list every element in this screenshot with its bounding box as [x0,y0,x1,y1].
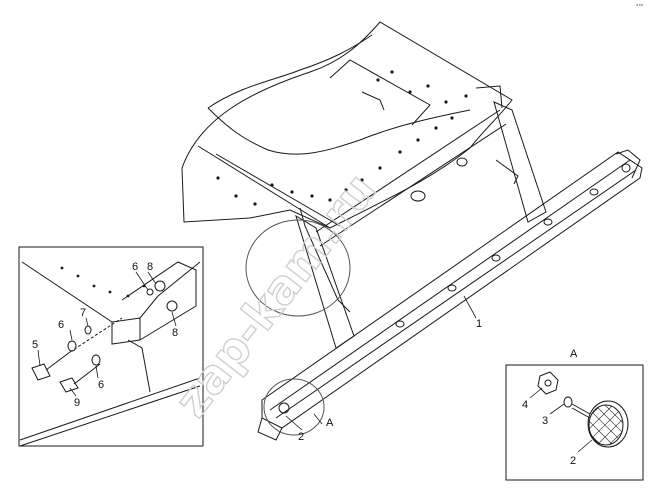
inset-bolt-9 [59,363,101,393]
inset-bolt-5 [31,351,71,381]
inset-plate [121,261,197,341]
detail-reflector-grid [589,405,623,445]
detail-leaders [529,387,593,453]
detail-callout-3: 3 [542,415,548,427]
upright-post-rear [493,101,547,223]
tray-holes [216,70,468,206]
inset-washer-7 [84,325,92,335]
beam-end-nut [621,163,631,173]
detail-frame [505,364,644,481]
detail-stud [571,403,591,419]
inset-washer [146,288,154,296]
inset-callout-5: 5 [32,339,38,351]
detail-a-title: A [570,348,578,360]
detail-view-a [505,364,644,481]
beam-reflector [278,402,290,414]
corner-mark: °°° [636,4,644,10]
callout-1: 1 [476,318,482,330]
inset-callout-6b: 6 [58,319,64,331]
inset-leaders [37,271,177,397]
inset-holes [60,266,146,298]
detail-callout-2: 2 [570,455,576,467]
main-leaders [285,295,477,431]
detail-nut-hole [544,379,552,387]
inset-washer-6a [67,340,77,352]
inset-nut-upper [154,280,166,292]
detail-washer [563,396,573,408]
inset-post [127,339,151,393]
inset-lower-beam [19,377,201,447]
inset-callout-8a: 8 [147,261,153,273]
detail-a-circle [263,378,325,436]
inset-washer-6c [91,354,101,366]
inset-nut-mid [166,300,178,312]
detail-callout-4: 4 [522,399,528,411]
inset-callout-6c: 6 [98,379,104,391]
beam-holes [395,188,599,328]
upright-post-front [295,214,355,349]
side-beam [261,151,643,429]
inset-frame [18,246,204,447]
callout-2: 2 [298,431,304,443]
frame-assembly [181,21,643,441]
bracket [475,85,519,185]
watermark: zap-kam.ru [164,163,387,427]
tray-rib-2 [361,91,385,111]
detail-reflector [587,400,629,448]
view-label-a: A [326,417,334,429]
tray-side [197,145,341,229]
tray-front [299,207,351,313]
tray-inner-edge [207,34,373,109]
inset-view [18,246,204,447]
inset-axis-line [69,317,123,353]
tray-large-hole-2 [456,157,468,167]
tray-large-hole [410,190,426,202]
tray-rib [329,59,431,126]
inset-callout-9: 9 [74,397,80,409]
inset-callout-8b: 8 [172,327,178,339]
cross-member [315,109,507,247]
beam-end-plate [615,149,641,179]
tray-body [181,21,513,229]
detail-reflector-rim [588,404,624,446]
detail-nut [537,371,559,395]
tray-top-face [207,107,471,155]
zoom-circle [245,219,351,317]
side-beam-end [257,417,283,441]
inset-callout-6a: 6 [132,261,138,273]
inset-callout-7: 7 [80,307,86,319]
